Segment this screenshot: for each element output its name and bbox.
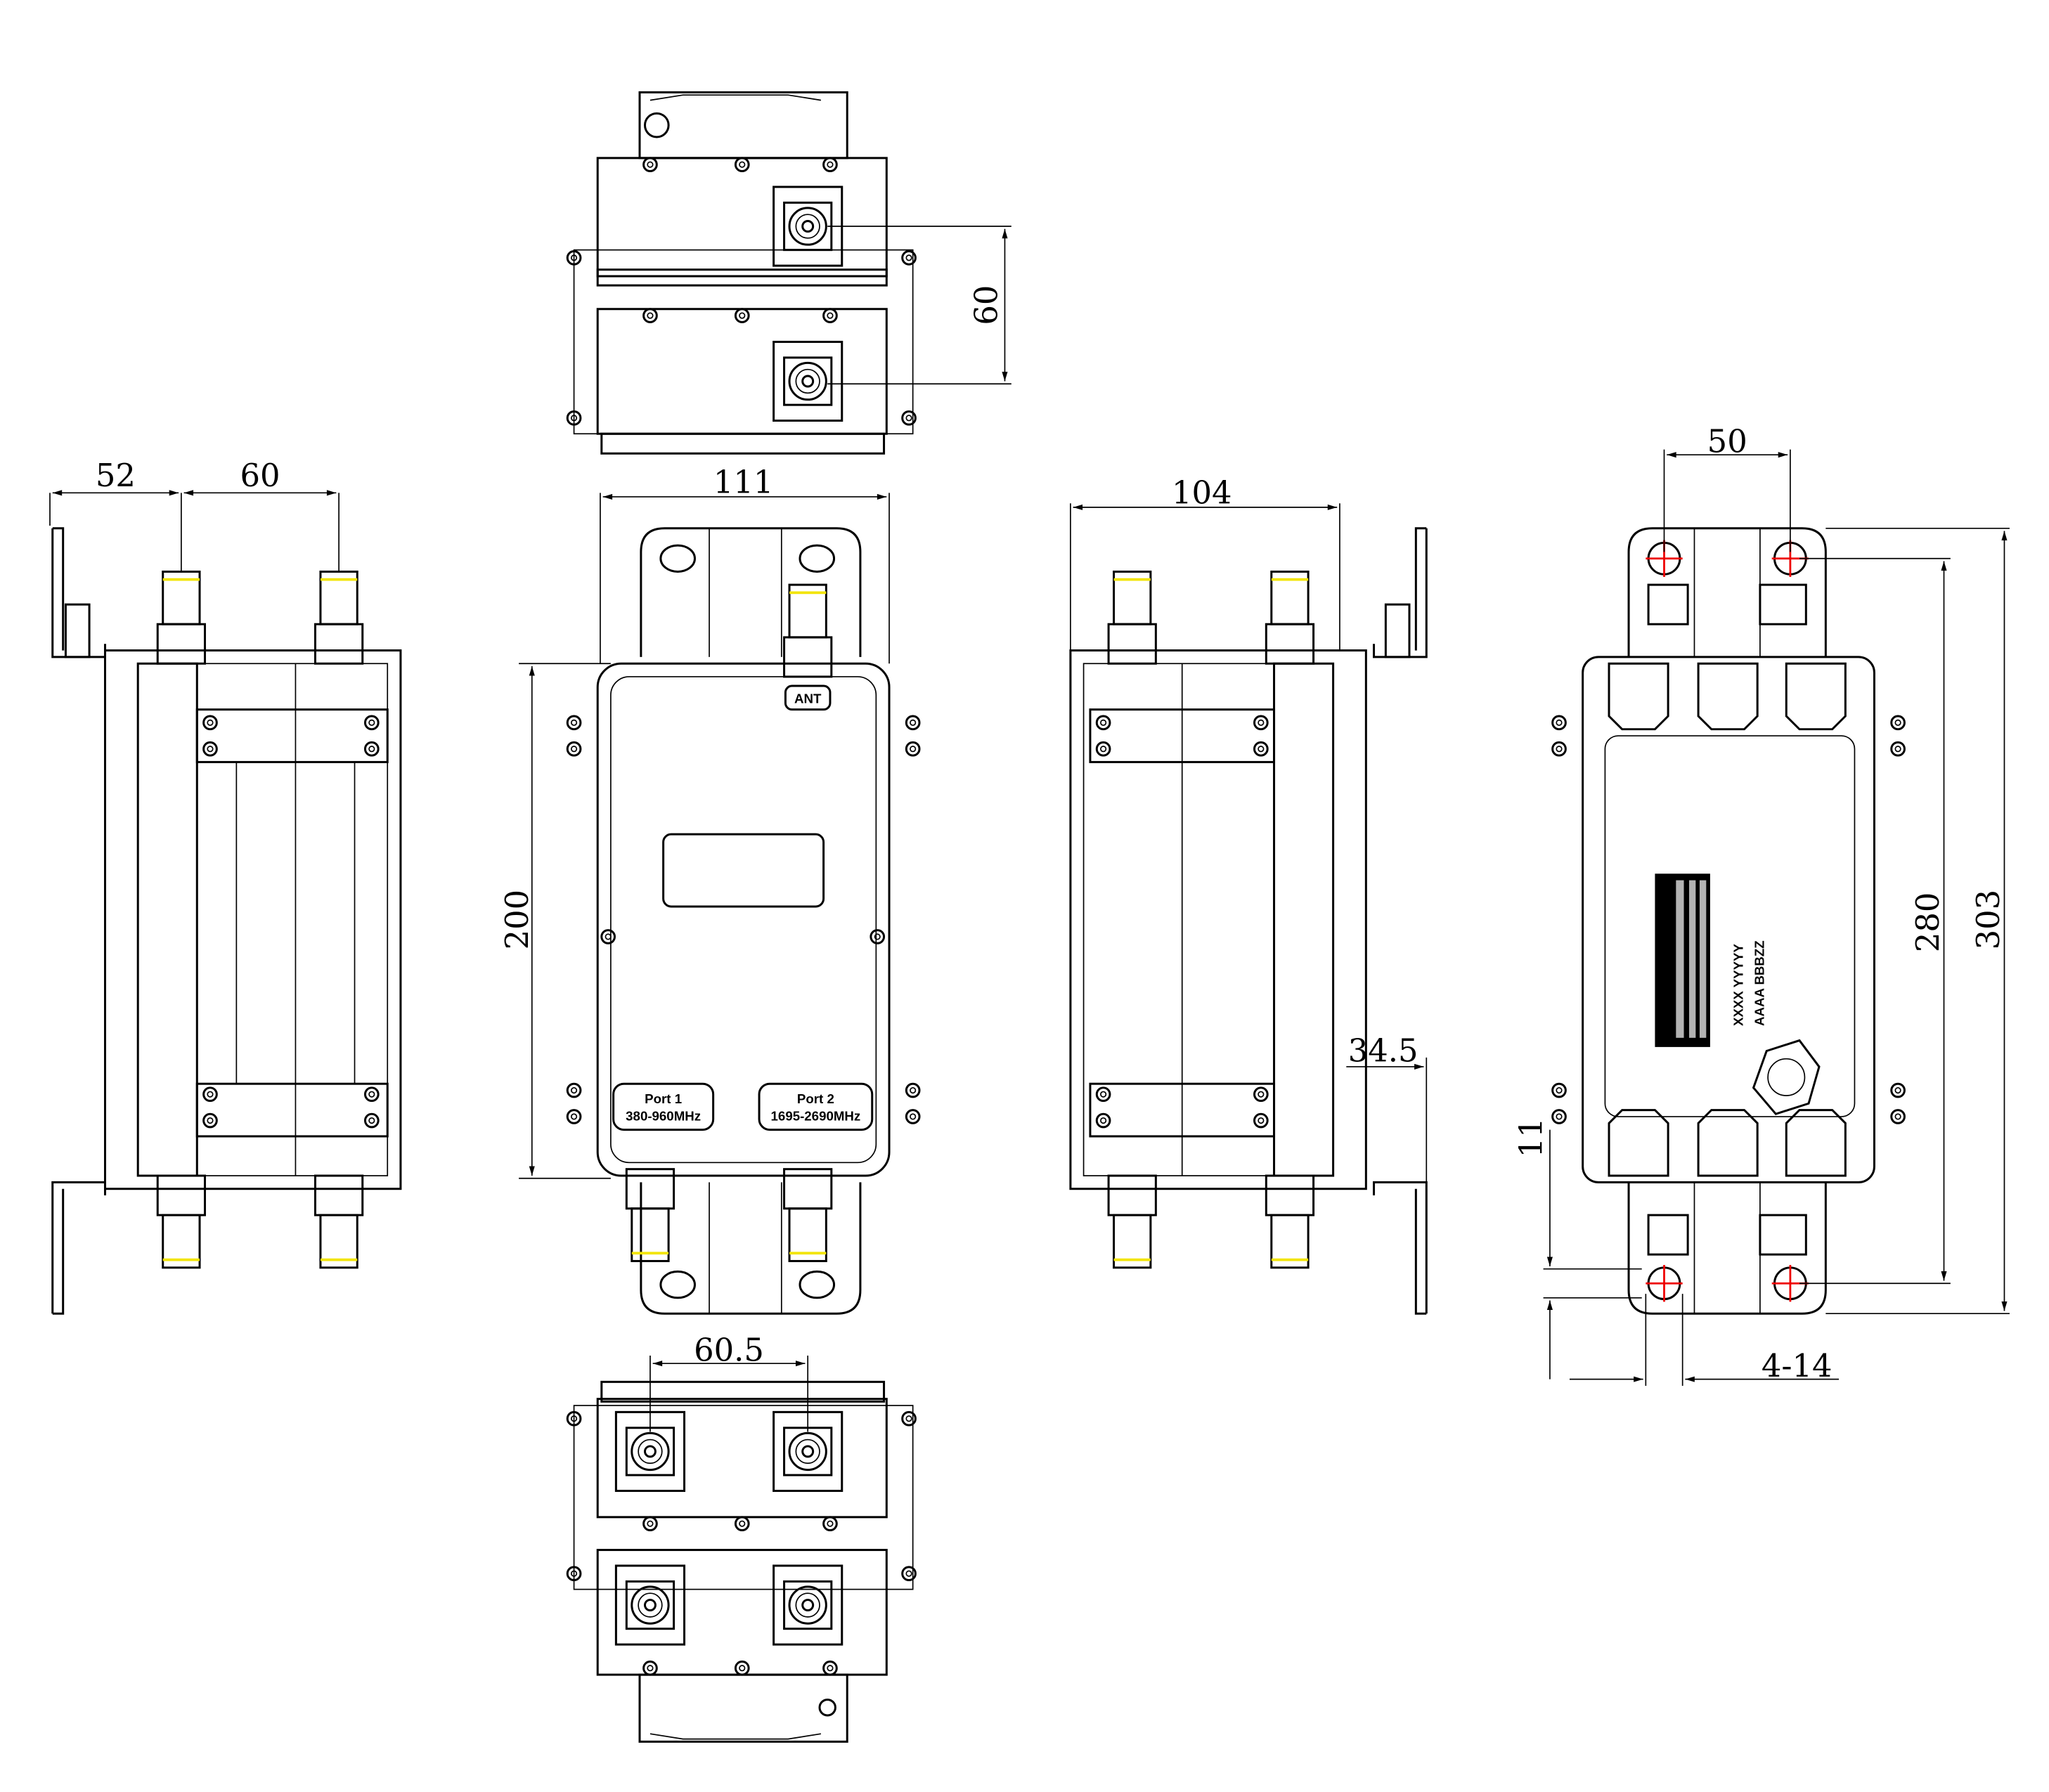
dim-hole-edge-offset: 11: [1513, 1117, 1550, 1157]
nameplate-grid: [1655, 874, 1710, 1047]
port1-name: Port 1: [645, 1091, 682, 1106]
top-view: 60: [566, 91, 1011, 455]
dim-bottom-connector-pitch: 60.5: [694, 1331, 764, 1368]
dim-overall-height: 303: [1970, 890, 2007, 950]
dim-body-height: 200: [498, 890, 536, 950]
dim-bracket-offset: 34.5: [1348, 1032, 1418, 1069]
rear-view: XXXX YYYYY AAAA BBBZZ 50 280 303 11 4-14: [1513, 422, 2010, 1386]
port1-band: 380-960MHz: [626, 1109, 701, 1124]
port2-name: Port 2: [797, 1091, 834, 1106]
bottom-view: 60.5: [566, 1331, 917, 1743]
dim-mount-hole-pitch-h: 50: [1707, 422, 1747, 460]
right-side-view: 104 34.5: [1069, 474, 1428, 1315]
dim-side-connector-pitch: 60: [240, 457, 280, 494]
dim-front-width: 111: [713, 463, 774, 500]
left-side-view: 52 60: [49, 457, 402, 1315]
dim-side-depth: 104: [1172, 474, 1232, 511]
front-view: ANT Port 1 380-960MHz Port 2 1695-2690MH…: [498, 463, 921, 1315]
dim-top-connector-pitch: 60: [967, 285, 1004, 325]
dim-mount-holes: 4-14: [1762, 1347, 1833, 1384]
rear-label-line2: AAAA BBBZZ: [1752, 940, 1767, 1026]
ant-label: ANT: [794, 691, 822, 706]
dim-mount-hole-pitch-v: 280: [1909, 892, 1946, 953]
rear-label-line1: XXXX YYYYY: [1731, 944, 1746, 1026]
port2-band: 1695-2690MHz: [771, 1109, 861, 1124]
dim-side-left-offset: 52: [96, 457, 136, 494]
